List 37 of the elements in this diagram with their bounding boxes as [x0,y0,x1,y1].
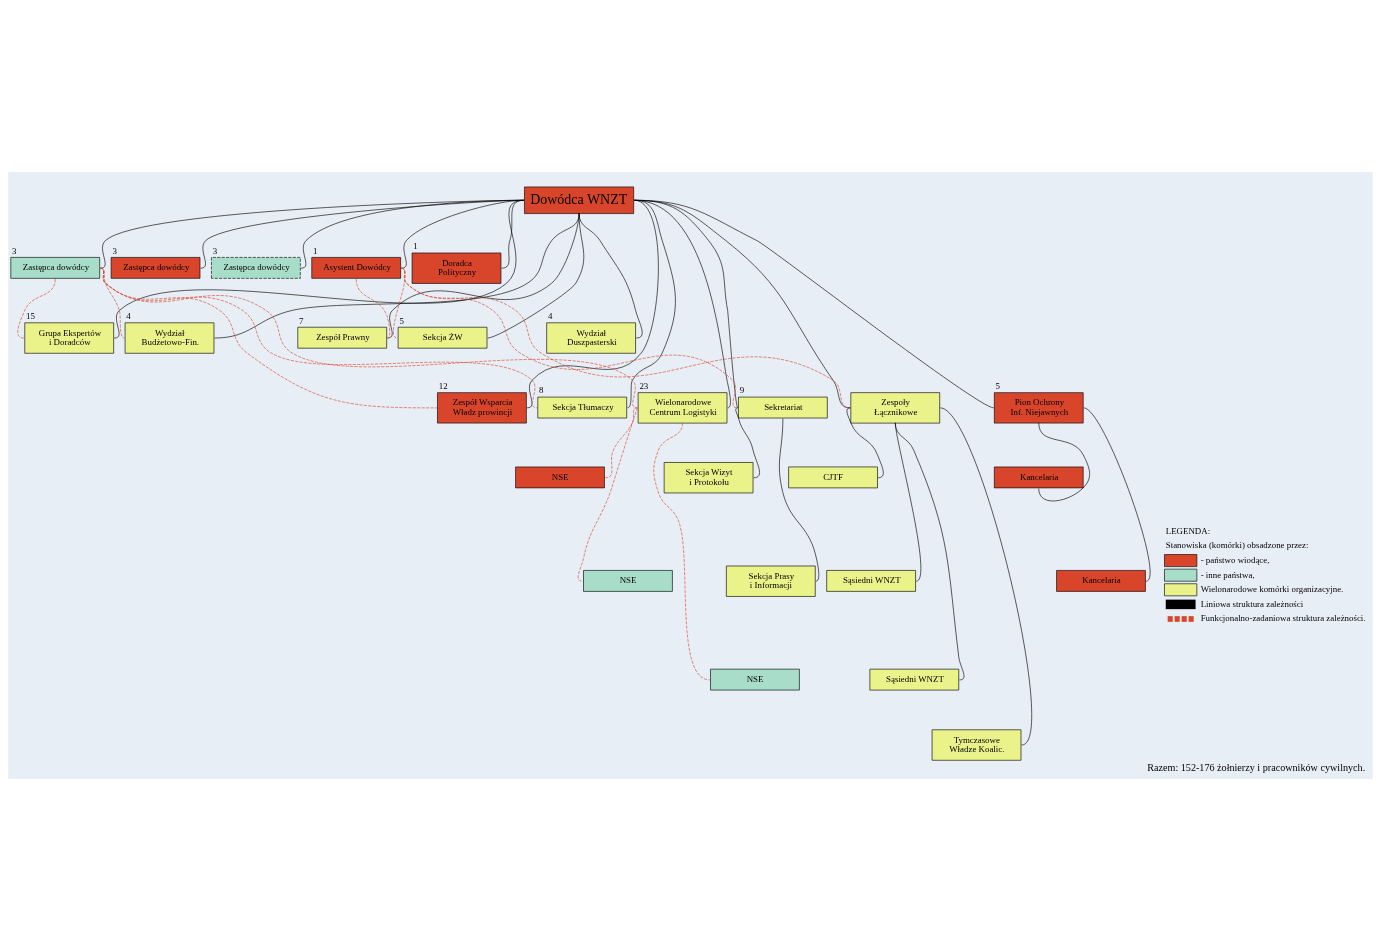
node-label: 7 [299,315,304,326]
node-label: 3 [112,245,117,256]
connector [578,212,643,339]
connector [1038,422,1090,502]
label: Stanowiska (komórki) obsadzone przez: [1165,540,1309,551]
node-label: 12 [438,380,448,391]
node-label: 5 [399,315,404,326]
caption: Razem: 152-176 żołnierzy i pracowników cywilnych. [1147,761,1366,773]
node-label: 1 [313,245,318,256]
connector [487,212,585,339]
node-label: 1 [413,241,418,252]
connector [634,199,994,409]
connector [604,407,638,479]
connector [100,267,638,409]
connector [577,407,638,582]
legend-label: Wielonarodowe komórki organizacyjne. [1200,584,1344,595]
label: LEGENDA: [1165,525,1211,536]
connector [627,199,676,409]
legend-label: Funkcjonalno-zadaniowa struktura zależności. [1200,613,1366,624]
connector [735,407,760,479]
legend-label: - państwo wiodące, [1200,554,1270,565]
connector [653,422,711,681]
connector [846,407,884,479]
node-label: 5 [995,380,1001,391]
node-label: 4 [547,311,553,322]
node-label: 8 [539,385,544,396]
node-label: 4 [126,311,131,322]
legend-label: Liniowa struktura zależności [1200,598,1304,609]
node-label: 15 [26,311,35,322]
legend-label: - inne państwa, [1200,569,1255,580]
connector [526,199,659,409]
node-label: 23 [639,380,649,391]
connector [894,422,965,681]
node-label: 3 [212,245,218,256]
node-label: 3 [12,245,17,256]
connector [355,278,391,339]
node-label: 9 [739,385,745,396]
